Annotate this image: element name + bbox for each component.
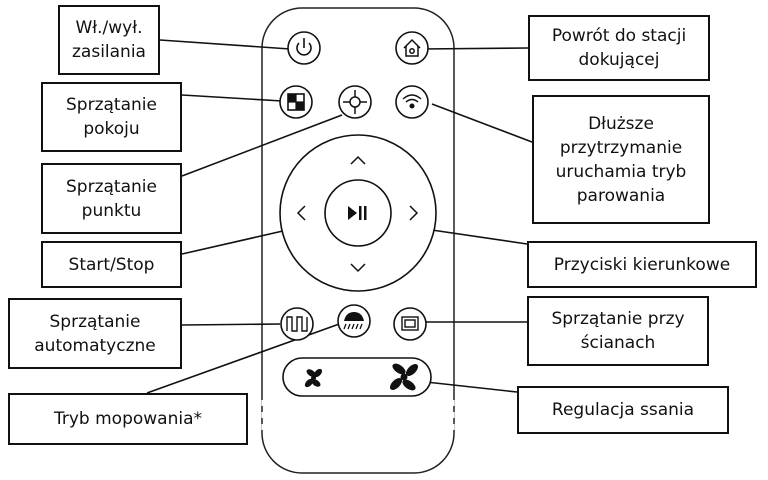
wifi-button[interactable] (395, 85, 429, 119)
fan-low-icon (304, 368, 323, 388)
chevron-up-icon[interactable] (350, 155, 366, 165)
auto-clean-button[interactable] (280, 307, 314, 341)
spot-clean-button[interactable] (338, 85, 372, 119)
room-clean-button[interactable] (279, 85, 313, 119)
label-spot-clean: Sprzątanie punktu (41, 163, 182, 234)
label-suction: Regulacja ssania (517, 386, 729, 434)
wifi-icon (402, 94, 422, 109)
leader-power (159, 39, 291, 50)
label-room-clean: Sprzątanie pokoju (41, 82, 182, 152)
label-start-stop: Start/Stop (41, 241, 182, 288)
label-mop-mode: Tryb mopowania* (8, 393, 248, 445)
leader-direction (424, 228, 528, 245)
leader-spot (181, 114, 343, 177)
start-stop-button[interactable] (324, 179, 392, 247)
edge-clean-button[interactable] (393, 307, 427, 341)
spot-crosshair-icon (343, 90, 367, 114)
label-auto-clean: Sprzątanie automatyczne (8, 298, 182, 369)
play-pause-icon (348, 206, 367, 220)
label-edge-clean: Sprzątanie przy ścianach (527, 296, 709, 366)
leader-auto (181, 323, 281, 326)
mop-button[interactable] (337, 304, 371, 338)
label-direction: Przyciski kierunkowe (527, 241, 757, 288)
room-grid-icon (287, 93, 305, 111)
leader-suction (425, 381, 518, 393)
chevron-down-icon[interactable] (350, 263, 366, 273)
label-power: Wł./wył. zasilania (58, 5, 160, 75)
home-dock-icon (403, 38, 421, 57)
mop-rain-icon (343, 312, 364, 330)
edge-square-icon (401, 316, 419, 331)
label-dock: Powrót do stacji dokującej (528, 15, 710, 81)
label-long-press: Dłuższe przytrzymanie uruchamia tryb par… (532, 95, 710, 224)
power-icon (296, 38, 312, 56)
leader-wifi (431, 103, 533, 143)
power-button[interactable] (287, 31, 321, 65)
chevron-left-icon[interactable] (296, 205, 306, 221)
leader-room (181, 94, 283, 102)
fan-high-icon (389, 363, 419, 391)
leader-dock (419, 47, 529, 50)
dock-button[interactable] (395, 31, 429, 65)
suction-control[interactable] (282, 357, 432, 397)
chevron-right-icon[interactable] (409, 205, 419, 221)
zigzag-path-icon (286, 316, 308, 332)
